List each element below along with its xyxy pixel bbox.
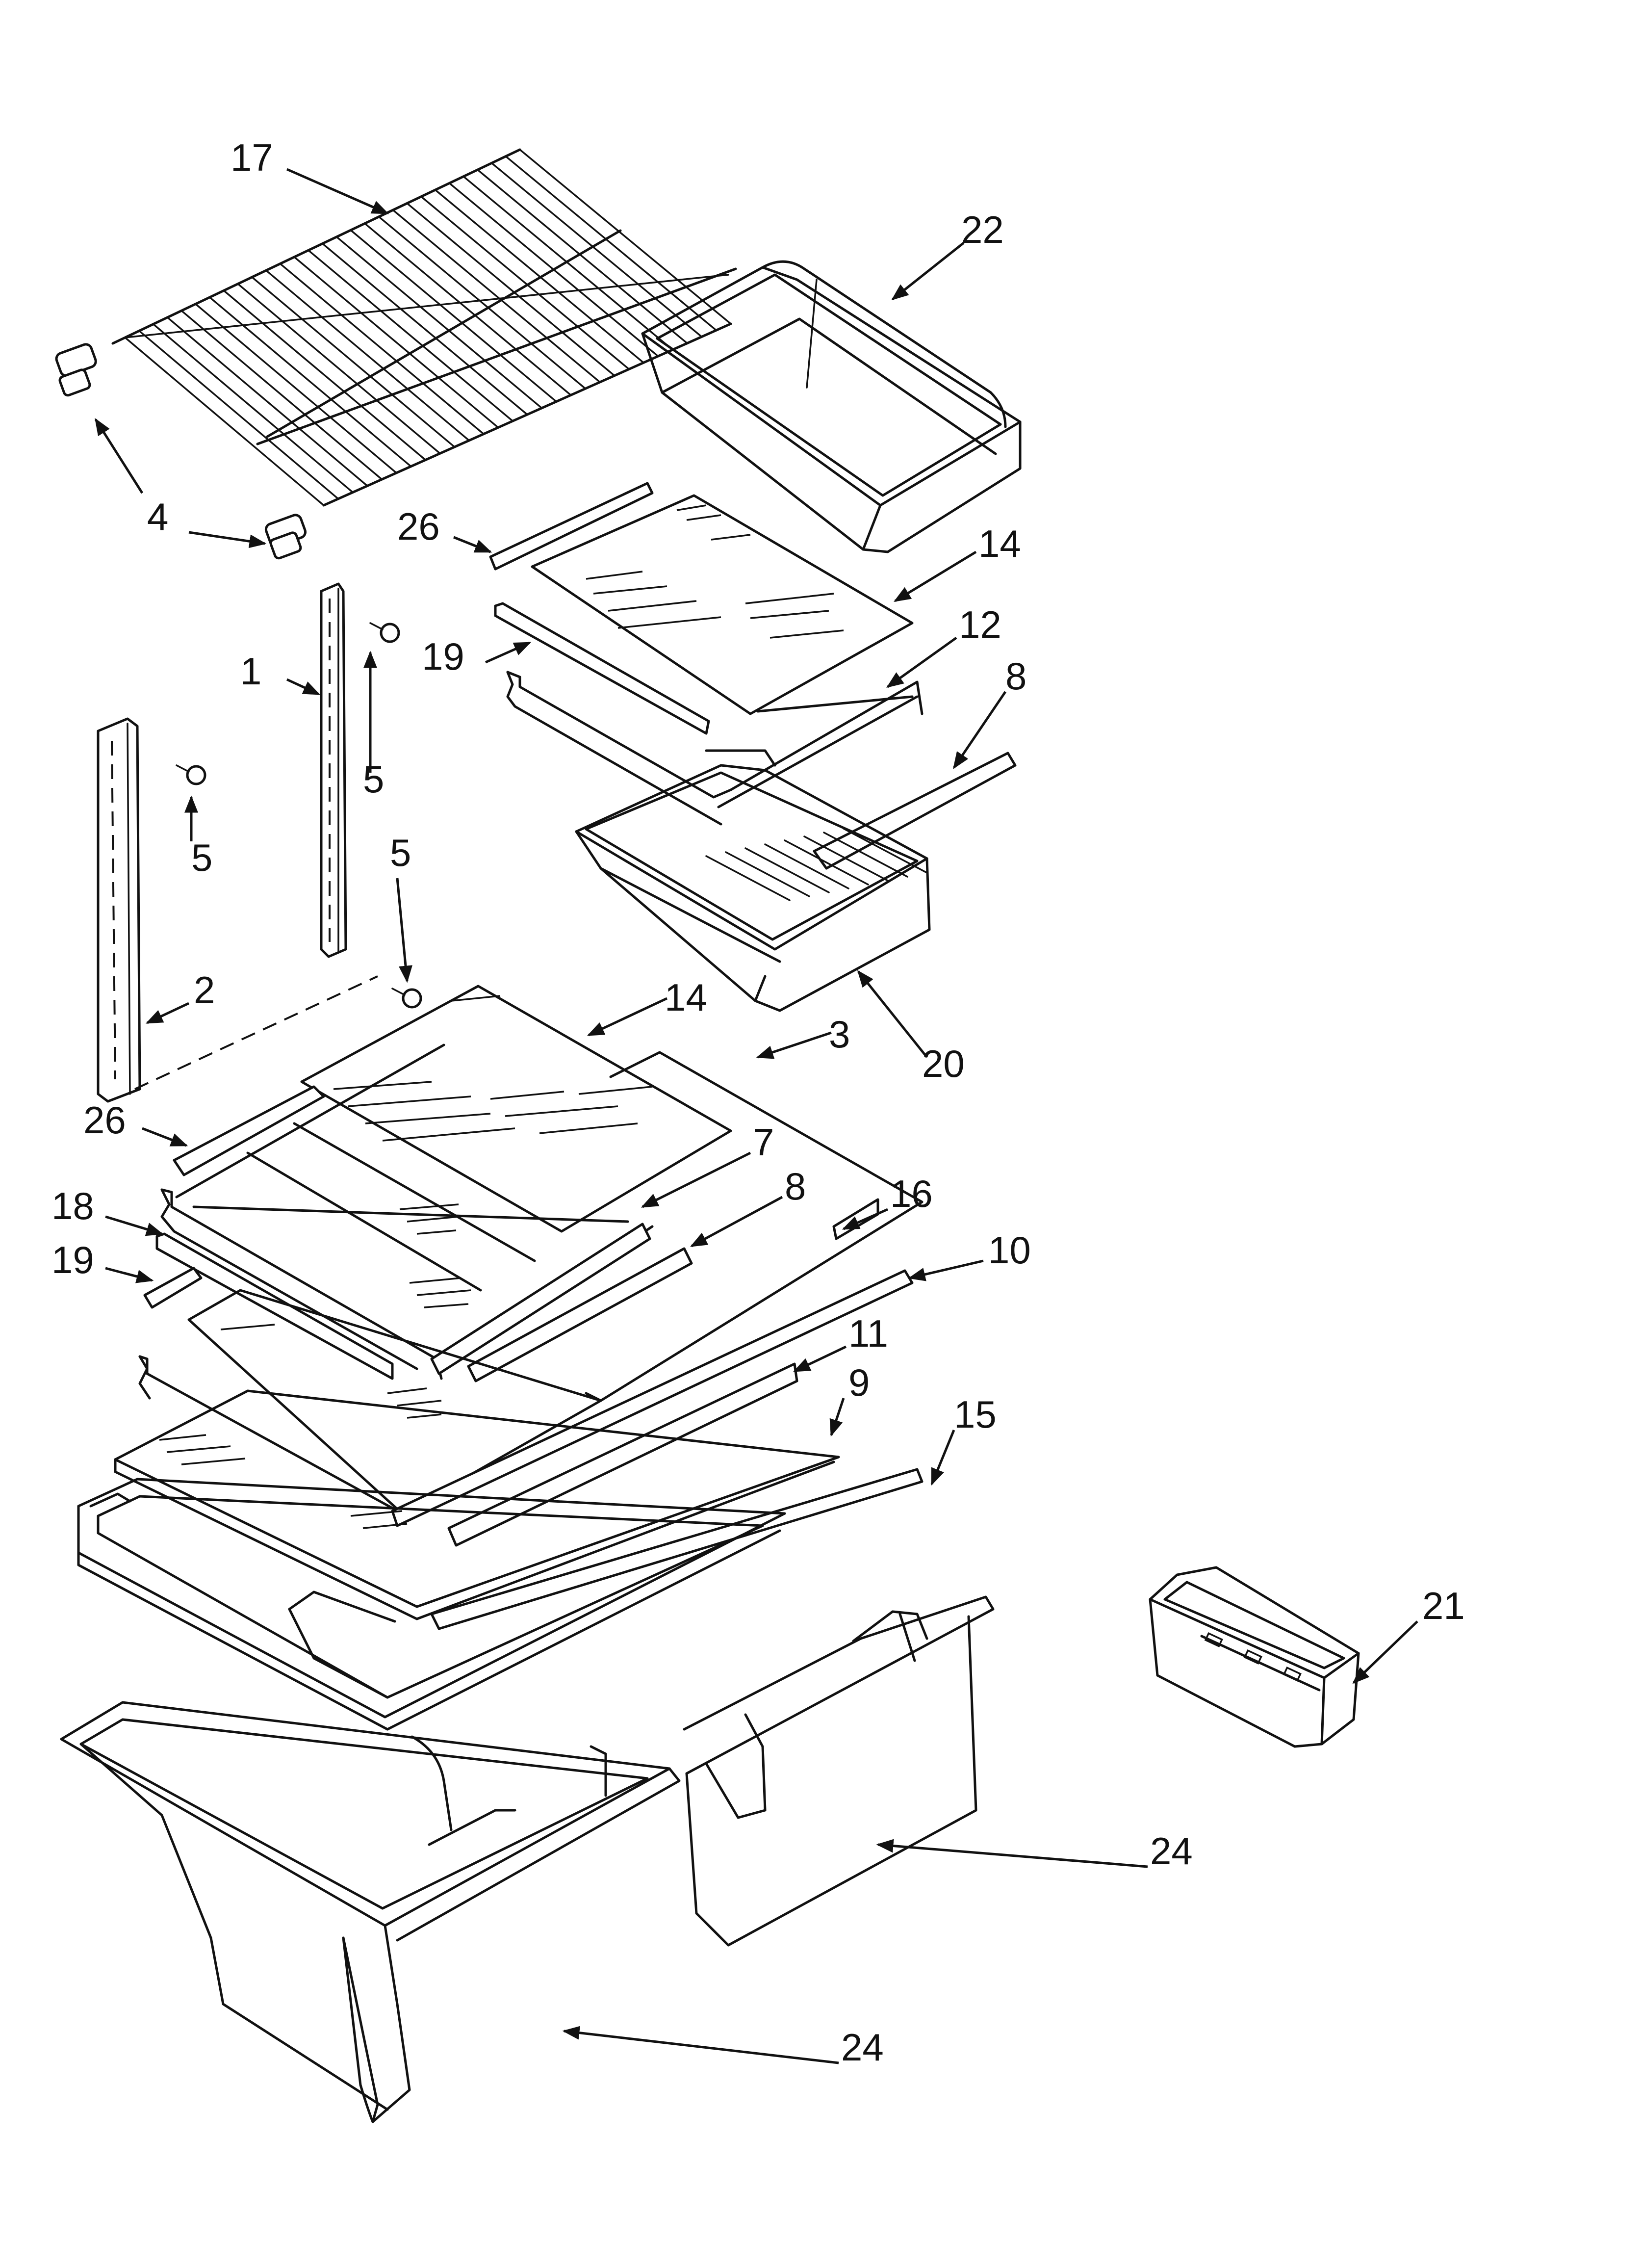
leader-24: [876, 1839, 1148, 1868]
leader-12: [886, 636, 957, 688]
callout-11: 11: [848, 1312, 888, 1355]
large-glass-shelf-14: [300, 985, 732, 1233]
trim-19-lower: [143, 1267, 203, 1309]
callout-4: 4: [147, 495, 168, 538]
callout-9: 9: [848, 1361, 870, 1404]
leader-4: [188, 531, 267, 548]
leader-21: [1352, 1620, 1418, 1684]
leader-10: [908, 1259, 984, 1281]
callout-7: 7: [753, 1121, 774, 1164]
callout-26: 26: [397, 505, 440, 548]
leader-19: [105, 1267, 154, 1283]
screw-c: [391, 988, 422, 1009]
leader-26: [142, 1127, 188, 1147]
trim-8-lower: [467, 1247, 693, 1382]
callout-17: 17: [231, 136, 273, 179]
small-bin: [1149, 1566, 1360, 1748]
trim-26-lower: [173, 1085, 325, 1176]
lower-glass-panel-11: [138, 1289, 602, 1515]
crisper-drawer-left: [60, 1701, 681, 2123]
leader-16: [842, 1208, 889, 1230]
callout-26: 26: [83, 1098, 126, 1142]
leader-19: [485, 641, 532, 664]
shelf-pin-upper: [55, 343, 97, 397]
screw-b: [369, 622, 400, 643]
crisper-frame: [77, 1478, 786, 1731]
callout-22: 22: [961, 208, 1004, 251]
meat-pan: [575, 749, 931, 1012]
callout-3: 3: [829, 1013, 850, 1056]
alignment-line: [134, 975, 378, 1090]
callout-18: 18: [51, 1184, 94, 1227]
trim-18: [155, 1232, 394, 1380]
leader-9: [829, 1398, 845, 1437]
callout-14: 14: [665, 976, 707, 1019]
leader-18: [105, 1215, 164, 1236]
callout-19: 19: [51, 1238, 94, 1281]
upper-trim-19: [494, 602, 710, 735]
callout-24: 24: [841, 2026, 884, 2069]
upper-trim-26: [489, 482, 654, 571]
leader-7: [641, 1151, 751, 1208]
leader-1: [286, 678, 321, 696]
leader-8: [690, 1196, 783, 1248]
leader-5: [396, 878, 412, 983]
trim-7: [430, 1223, 651, 1375]
callout-10: 10: [988, 1228, 1031, 1272]
leader-15: [930, 1430, 955, 1486]
leader-4: [94, 418, 144, 494]
leader-11: [793, 1345, 847, 1373]
callout-5: 5: [191, 836, 212, 879]
leader-2: [145, 1002, 190, 1024]
callout-24: 24: [1150, 1829, 1193, 1873]
callout-19: 19: [422, 635, 464, 678]
upper-frame: [506, 671, 924, 826]
rail-15: [430, 1468, 924, 1630]
leader-26: [453, 536, 492, 553]
leader-24: [562, 2026, 839, 2064]
callout-leaders: [94, 168, 1418, 2064]
callout-5: 5: [390, 831, 411, 874]
shelf-pin-lower: [264, 514, 307, 560]
callout-14: 14: [978, 522, 1021, 565]
upper-glass-shelf: [531, 494, 914, 715]
callout-4: 4: [147, 495, 168, 538]
wire-shelf: [111, 148, 737, 507]
glass-9: [114, 1389, 840, 1620]
callout-21: 21: [1422, 1584, 1465, 1627]
callout-8: 8: [1005, 654, 1026, 698]
leader-20: [857, 970, 928, 1058]
callout-8: 8: [785, 1165, 806, 1208]
callout-15: 15: [954, 1393, 997, 1436]
leader-8: [952, 691, 1007, 769]
door-bin: [641, 260, 1022, 553]
leader-17: [286, 168, 389, 215]
callout-16: 16: [890, 1172, 933, 1215]
crisper-drawer-right: [683, 1595, 995, 1947]
shelf-ladder-2: [97, 717, 141, 1103]
callout-12: 12: [959, 603, 1001, 646]
shelf-ladder-1: [320, 582, 347, 958]
callout-20: 20: [922, 1042, 965, 1085]
callout-1: 1: [240, 650, 261, 693]
leader-22: [891, 242, 965, 301]
leader-3: [756, 1031, 832, 1059]
callout-2: 2: [194, 968, 215, 1012]
screw-a: [176, 764, 206, 785]
rail-10: [391, 1269, 914, 1527]
leader-14: [894, 550, 977, 602]
callout-5: 5: [363, 757, 384, 801]
leader-14: [587, 997, 668, 1037]
